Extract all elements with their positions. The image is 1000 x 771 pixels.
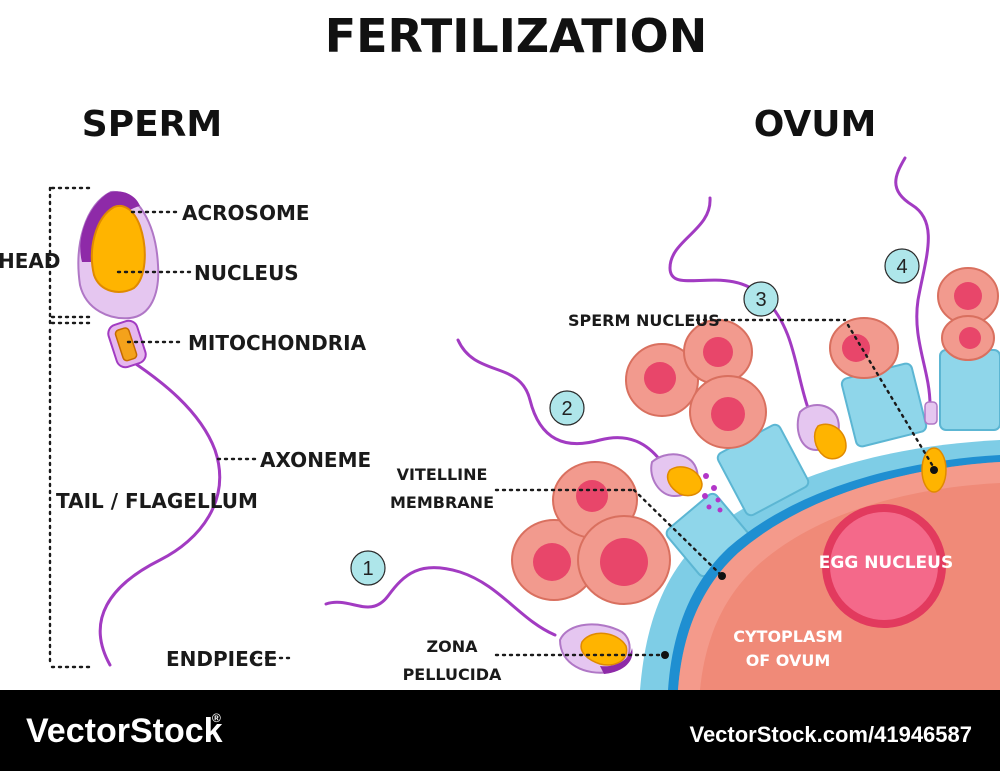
page-title: FERTILIZATION — [325, 9, 708, 63]
watermark-registered: ® — [212, 711, 221, 725]
step-4-marker: 4 — [884, 248, 920, 284]
ovum-labels: SPERM NUCLEUS VITELLINE MEMBRANE ZONA PE… — [390, 311, 938, 684]
head-label: HEAD — [0, 249, 60, 273]
acrosome-enzymes — [702, 473, 723, 513]
ovum-illustration: EGG NUCLEUS CYTOPLASM OF OVUM — [324, 156, 1000, 690]
cytoplasm-label-line2: OF OVUM — [746, 651, 831, 670]
sperm-nucleus-label: SPERM NUCLEUS — [568, 311, 720, 330]
tail-bracket — [48, 315, 94, 669]
zona-label-line2: PELLUCIDA — [403, 665, 502, 684]
sperm-anatomy: ACROSOME NUCLEUS MITOCHONDRIA AXONEME HE… — [0, 186, 371, 671]
step-3-marker: 3 — [743, 281, 779, 317]
sperm-flagellum — [98, 358, 222, 667]
svg-text:1: 1 — [362, 558, 373, 580]
ovum-heading: OVUM — [754, 104, 877, 145]
step-markers: 1 2 3 4 — [350, 248, 920, 586]
egg-nucleus-label: EGG NUCLEUS — [819, 553, 953, 573]
cytoplasm-label-line1: CYTOPLASM — [733, 627, 843, 646]
step-2-marker: 2 — [549, 390, 585, 426]
sperm-step-1 — [324, 566, 633, 674]
watermark-bar: VectorStock ® VectorStock.com/41946587 — [0, 690, 1000, 771]
head-bracket — [48, 186, 94, 325]
svg-text:4: 4 — [896, 256, 907, 278]
endpiece-label: ENDPIECE — [166, 647, 277, 671]
axoneme-label: AXONEME — [260, 448, 371, 472]
sperm-head — [77, 190, 160, 320]
zona-label-line1: ZONA — [427, 637, 479, 656]
acrosome-label: ACROSOME — [182, 201, 310, 225]
sperm-step-2 — [456, 338, 723, 513]
vitelline-pointer — [632, 488, 722, 576]
sperm-step-3 — [668, 196, 847, 460]
watermark-brand: VectorStock — [26, 712, 223, 750]
tail-label: TAIL / FLAGELLUM — [56, 489, 258, 513]
sperm-midpiece — [107, 319, 147, 369]
watermark-url: VectorStock.com/41946587 — [689, 722, 972, 747]
egg-nucleus — [822, 504, 946, 628]
corona-cells — [511, 267, 999, 605]
sperm-step-4 — [894, 156, 947, 493]
sperm-nucleus-pointer — [846, 323, 936, 470]
vitelline-label-line2: MEMBRANE — [390, 493, 494, 512]
svg-text:3: 3 — [755, 289, 766, 311]
nucleus-label: NUCLEUS — [194, 261, 299, 285]
svg-text:2: 2 — [561, 398, 572, 420]
vitelline-label-line1: VITELLINE — [397, 465, 488, 484]
step-1-marker: 1 — [350, 550, 386, 586]
sperm-heading: SPERM — [82, 104, 222, 145]
mitochondria-label: MITOCHONDRIA — [188, 331, 367, 355]
